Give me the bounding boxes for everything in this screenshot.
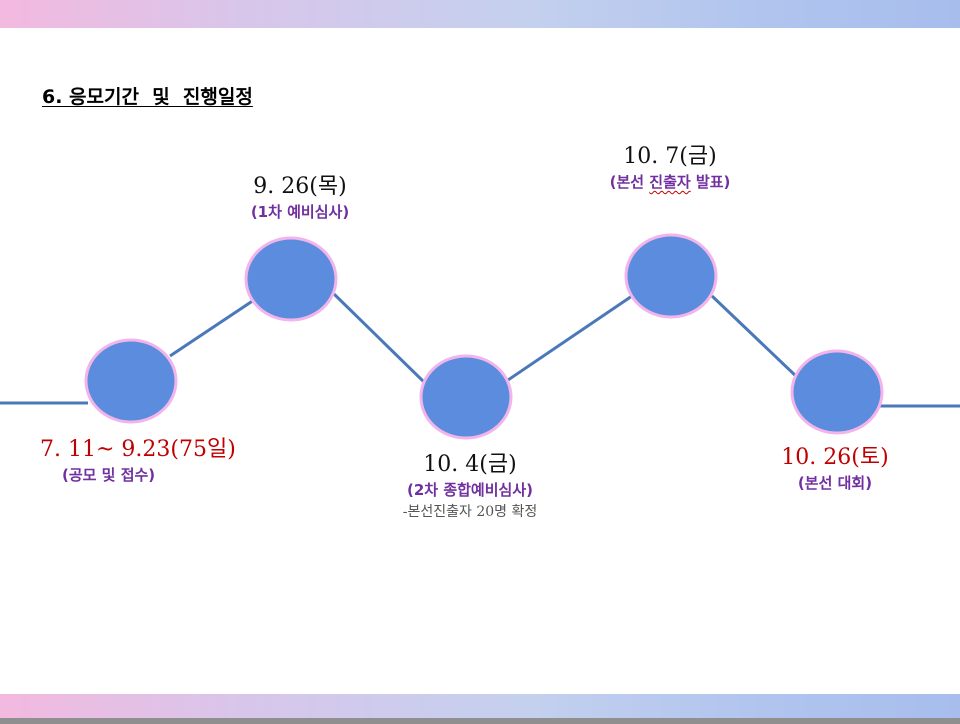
- section-title: 6. 응모기간 및 진행일정: [42, 86, 253, 108]
- milestone-label-4: 10. 7(금) (본선 진출자 발표): [560, 143, 780, 193]
- connector-line-3-4: [507, 294, 633, 382]
- milestone-node-1: [84, 338, 178, 424]
- milestone-desc-4: (본선 진출자 발표): [560, 171, 780, 193]
- milestone-label-2: 9. 26(목) (1차 예비심사): [200, 173, 400, 223]
- connector-line-4-5: [710, 294, 800, 380]
- milestone-date-4: 10. 7(금): [623, 144, 717, 169]
- milestone-label-3: 10. 4(금) (2차 종합예비심사) -본선진출자 20명 확정: [355, 451, 585, 523]
- connector-line-1-2: [169, 298, 255, 358]
- timeline-nodes: [84, 233, 884, 440]
- milestone-desc-1: (공모 및 접수): [62, 466, 156, 484]
- connector-line-2-3: [332, 292, 427, 385]
- bottom-gradient-band: [0, 694, 960, 718]
- top-gradient-band: [0, 0, 960, 28]
- milestone-note-3: -본선진출자 20명 확정: [402, 504, 538, 520]
- milestone-desc-4-part-c: 발표): [690, 173, 731, 191]
- milestone-desc-3: (2차 종합예비심사): [407, 481, 533, 499]
- milestone-date-5: 10. 26(토): [781, 445, 889, 470]
- milestone-label-1: 7. 11~ 9.23(75일) (공모 및 접수): [40, 436, 250, 486]
- milestone-node-2: [244, 236, 338, 322]
- bottom-border: [0, 718, 960, 724]
- milestone-date-1: 7. 11~ 9.23(75일): [40, 437, 236, 462]
- milestone-date-3: 10. 4(금): [423, 452, 517, 477]
- connector-lines: [0, 292, 960, 408]
- milestone-desc-4-part-b: 진출자: [649, 173, 691, 191]
- milestone-node-3: [419, 354, 513, 440]
- milestone-node-4: [624, 233, 718, 319]
- milestone-desc-2: (1차 예비심사): [250, 203, 350, 221]
- milestone-node-5: [790, 349, 884, 435]
- milestone-desc-4-part-a: (본선: [609, 173, 650, 191]
- milestone-label-5: 10. 26(토) (본선 대회): [760, 444, 910, 494]
- milestone-desc-5: (본선 대회): [797, 474, 873, 492]
- milestone-date-2: 9. 26(목): [253, 174, 347, 199]
